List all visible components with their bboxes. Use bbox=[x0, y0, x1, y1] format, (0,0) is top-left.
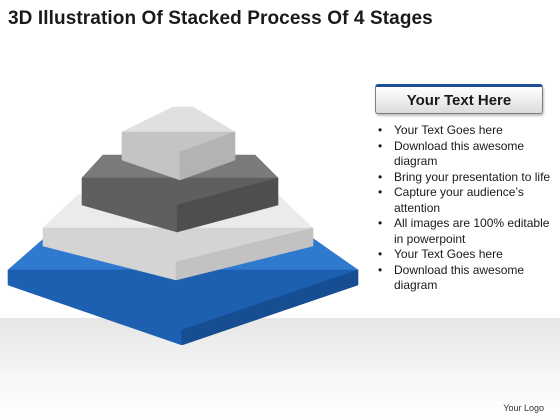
bullet-text: Capture your audience’s attention bbox=[394, 185, 524, 215]
bullet-dot-icon: • bbox=[378, 216, 383, 230]
bullet-dot-icon: • bbox=[378, 123, 383, 137]
stage-3-right-face bbox=[176, 177, 279, 233]
logo-text: Your Logo bbox=[503, 403, 544, 413]
bullet-text: Your Text Goes here bbox=[394, 123, 503, 137]
bullet-text: All images are 100% editable in powerpoi… bbox=[394, 216, 550, 246]
text-header-box: Your Text Here bbox=[375, 84, 543, 114]
bullet-dot-icon: • bbox=[378, 262, 383, 277]
bullet-item: • Your Text Goes here bbox=[378, 123, 554, 139]
stage-2-right-face bbox=[175, 227, 314, 281]
stage-1-right-face bbox=[181, 269, 359, 345]
bullet-text: Bring your presentation to life bbox=[394, 169, 551, 184]
slide-title: 3D Illustration Of Stacked Process Of 4 … bbox=[8, 8, 433, 29]
bullet-item: • Bring your presentation to life bbox=[378, 170, 554, 186]
stacked-pyramid-diagram bbox=[7, 106, 359, 345]
bullet-item: • All images are 100% editable in powerpo… bbox=[378, 216, 554, 247]
bullet-item: • Download this awesome diagram bbox=[378, 139, 554, 170]
bullet-text: Download this awesome diagram bbox=[394, 262, 525, 293]
stage-4-right-face bbox=[179, 131, 236, 181]
bullet-item: • Download this awesome diagram bbox=[378, 263, 554, 294]
bullet-dot-icon: • bbox=[378, 185, 383, 199]
bullet-text: Your Text Goes here bbox=[394, 247, 503, 261]
bullet-dot-icon: • bbox=[378, 138, 383, 153]
bullet-dot-icon: • bbox=[378, 169, 383, 184]
floor-gradient bbox=[0, 318, 560, 420]
bullet-item: • Capture your audience’s attention bbox=[378, 185, 554, 216]
stage-4-top-face bbox=[121, 106, 236, 133]
bullet-dot-icon: • bbox=[378, 247, 383, 261]
bullet-text: Download this awesome diagram bbox=[394, 138, 525, 169]
stage-4-top bbox=[121, 106, 236, 181]
text-header-label: Your Text Here bbox=[406, 91, 512, 109]
bullet-item: • Your Text Goes here bbox=[378, 247, 554, 263]
bullet-list: • Your Text Goes here • Download this awes… bbox=[378, 123, 554, 294]
